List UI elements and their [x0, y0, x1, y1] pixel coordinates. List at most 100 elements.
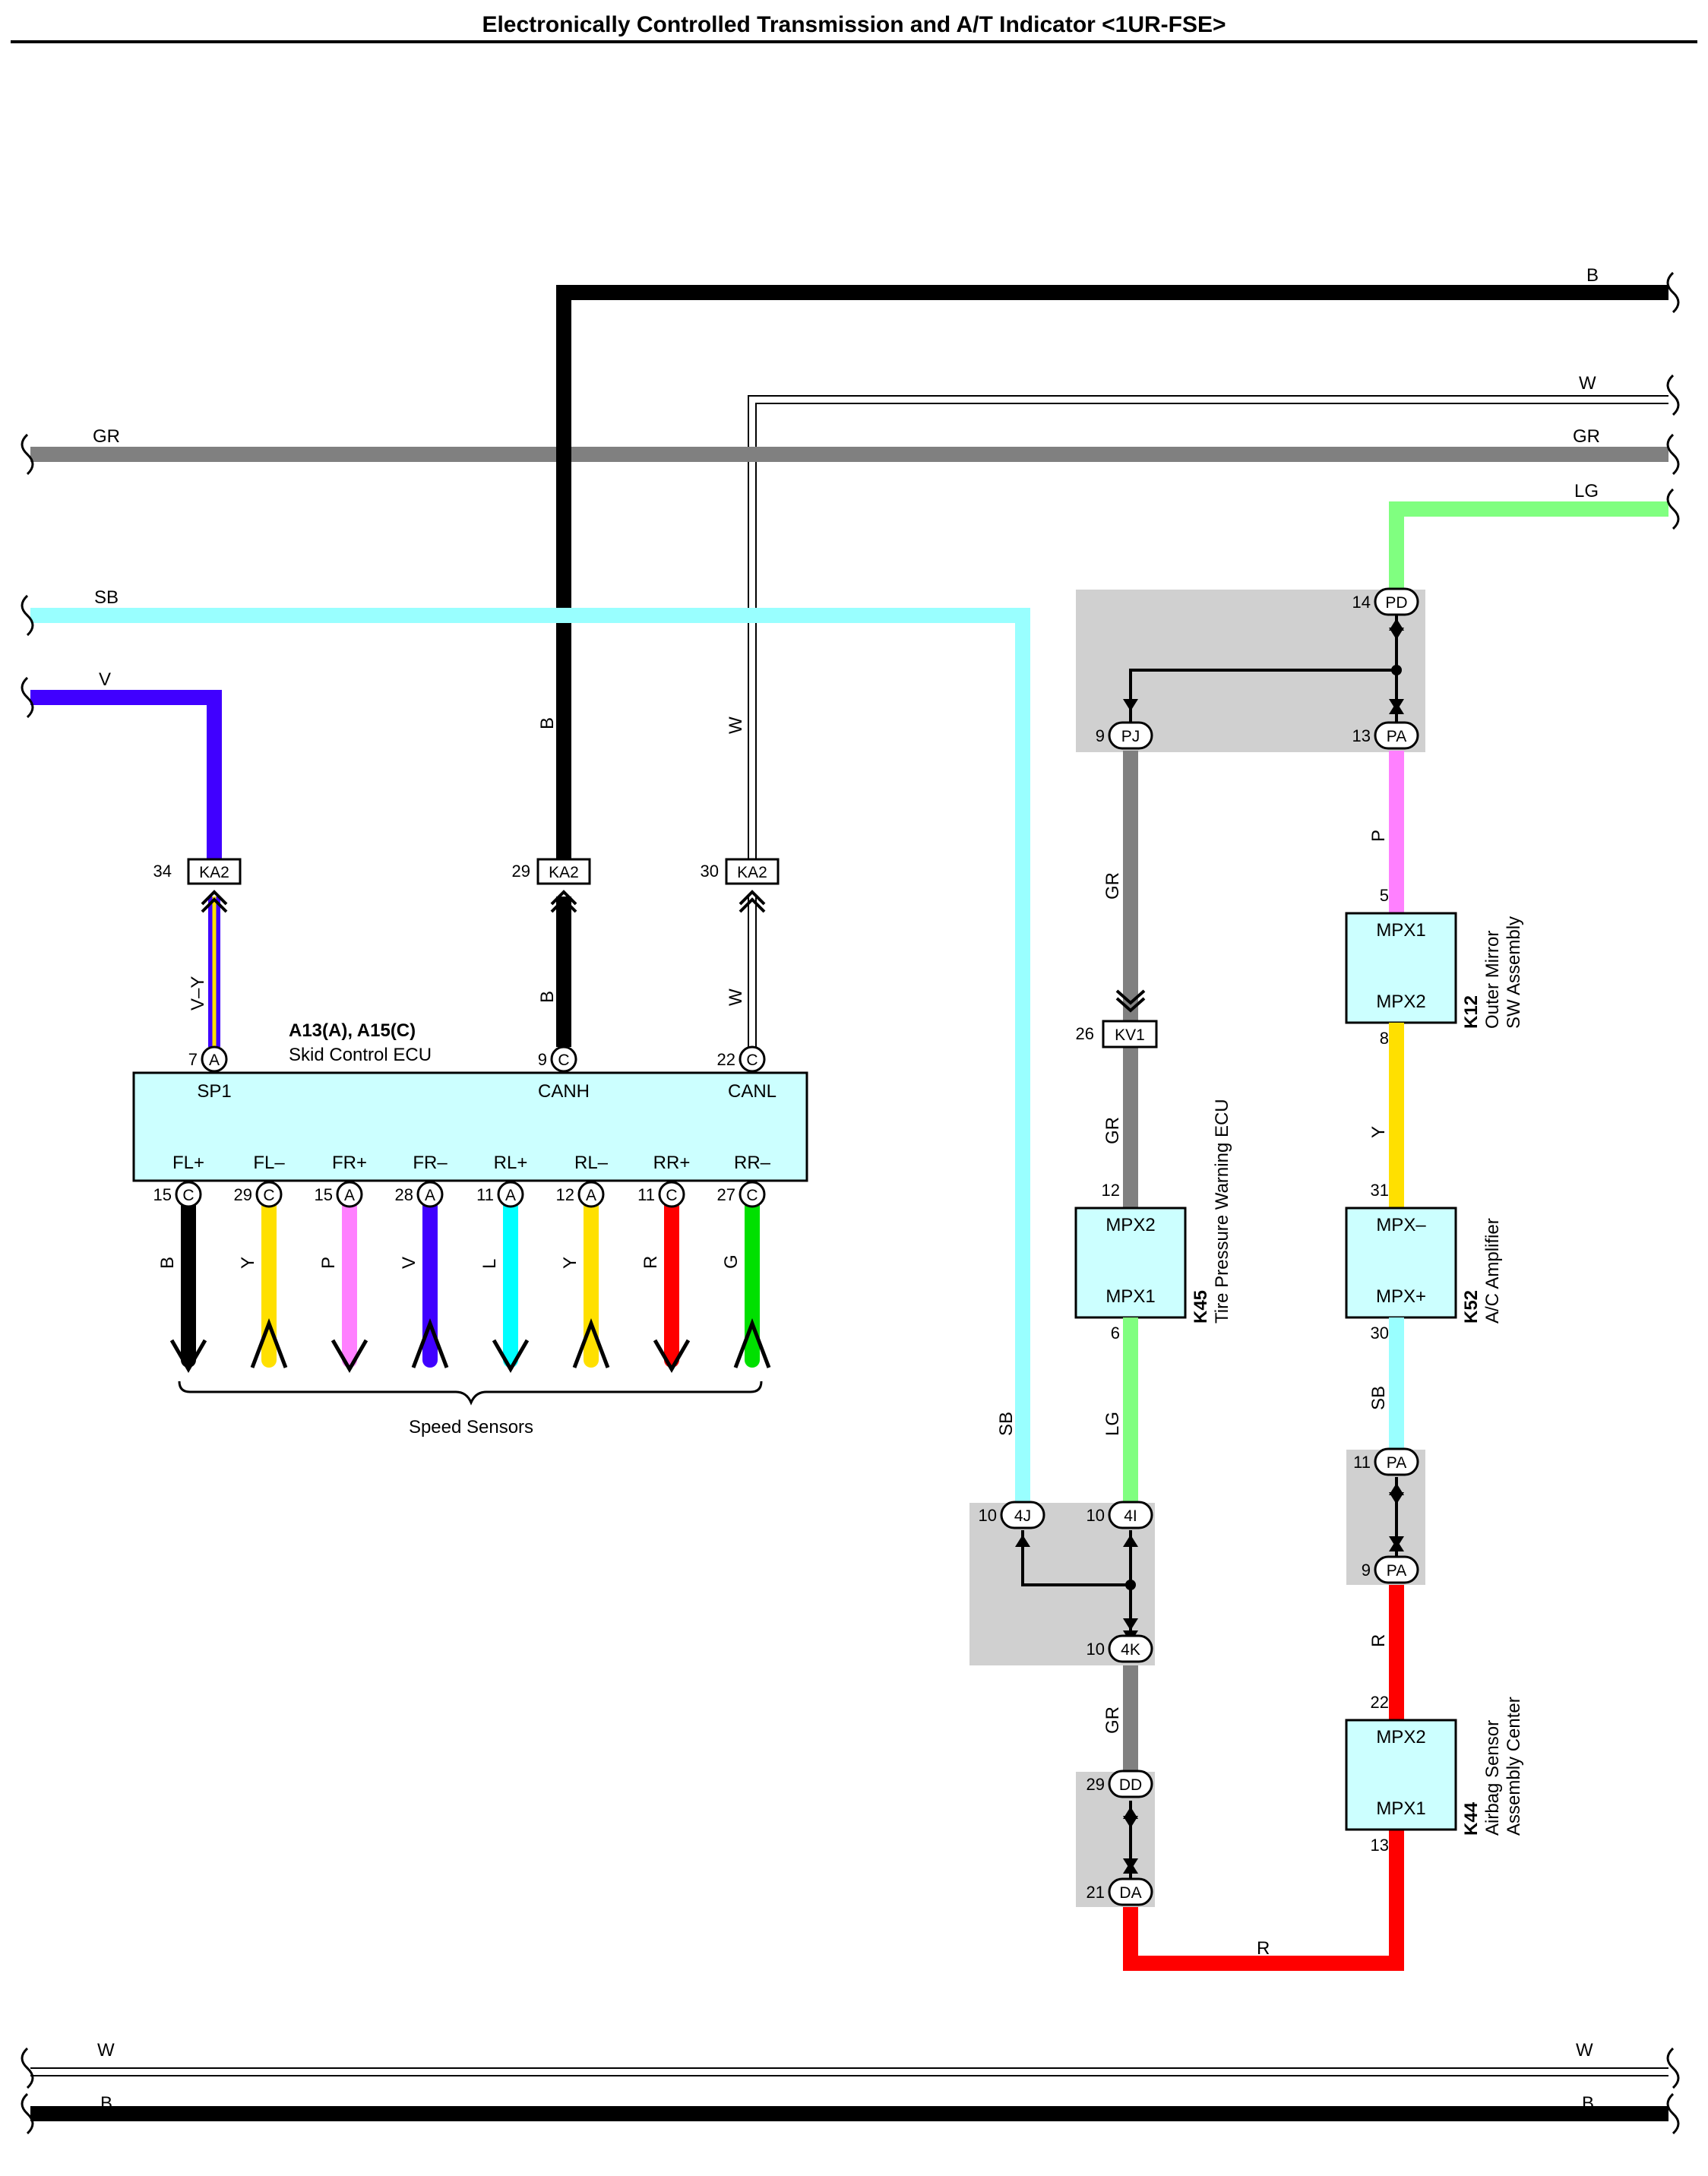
ecu-bottom-pin-3: A28 [395, 1181, 444, 1208]
speed-arrow-out-6 [653, 1339, 691, 1373]
skid-control-ecu-box [132, 1071, 808, 1182]
connector-pa-9: PA9 [1362, 1555, 1419, 1584]
jdd-arrows [1123, 1807, 1138, 1874]
ka2-label-30: KA2 [737, 864, 767, 881]
k12-bottom-label: MPX2 [1376, 992, 1425, 1012]
conn-pa-top-body [1374, 721, 1419, 750]
kv1-chevrons [1115, 989, 1146, 1013]
jpa-arrows [1389, 1483, 1404, 1551]
speed-arrow-in-7 [733, 1317, 771, 1368]
speed-arrow-in-3 [411, 1317, 449, 1368]
label-w-bottom-left: W [97, 2040, 115, 2061]
k52-name: A/C Amplifier [1482, 1218, 1503, 1324]
ecu-bottom-pin-5: A12 [556, 1181, 605, 1208]
ecu-bottom-pin-6-num: 11 [637, 1185, 655, 1204]
k12-pin-out: 8 [1380, 1029, 1389, 1048]
k12-pin-in: 5 [1380, 886, 1389, 905]
wire-lg-top [1389, 501, 1668, 602]
conn-4k-pin: 10 [1086, 1640, 1105, 1659]
kv1-pin: 26 [1076, 1024, 1094, 1043]
conn-dd-body [1108, 1770, 1153, 1798]
ka2-label-29: KA2 [549, 864, 579, 881]
speed-arrow-out-4 [492, 1339, 530, 1373]
conn-pa-11-body [1374, 1447, 1419, 1476]
label-b-canh: B [537, 991, 558, 1003]
ecu-top-pin-0-conn: A [209, 1052, 220, 1069]
ecu-bottom-pin-4: A11 [476, 1181, 524, 1208]
label-gr-lower: GR [1102, 1117, 1123, 1144]
conn-dd-label: DD [1119, 1776, 1142, 1794]
ecu-bottom-pin-1: C29 [234, 1181, 283, 1208]
ecu-top-pin-0-num: 7 [188, 1050, 198, 1069]
conn-4k-body [1108, 1634, 1153, 1663]
speed-arrow-out-0 [169, 1339, 207, 1373]
ka2-pin-34: 34 [153, 862, 172, 881]
jt-arrows [1123, 618, 1404, 714]
label-w-top: W [1579, 373, 1596, 394]
label-gr-left: GR [93, 426, 120, 447]
conn-pd-body [1374, 587, 1419, 616]
label-v: V [99, 669, 111, 690]
conn-pj-body [1108, 721, 1153, 750]
ecu-bottom-pin-4-conn: A [505, 1187, 516, 1204]
ka2-connector-30: 30 KA2 [701, 858, 780, 885]
diagram-title: Electronically Controlled Transmission a… [482, 12, 1226, 37]
speed-wire-label-2: P [318, 1257, 339, 1269]
speed-wire-label-7: G [721, 1254, 742, 1269]
ecu-bottom-pin-0: C15 [153, 1181, 202, 1208]
k12-name2: SW Assembly [1504, 916, 1524, 1029]
conn-4i-pin: 10 [1086, 1506, 1105, 1525]
kv1-label: KV1 [1115, 1026, 1145, 1044]
jt-node [1391, 665, 1402, 675]
ecu-bottom-signal-1: FL– [253, 1153, 285, 1173]
k45-bottom-label: MPX1 [1105, 1286, 1155, 1307]
jm-arrows [1015, 1535, 1138, 1643]
label-sb: SB [94, 587, 119, 608]
label-y: Y [1368, 1126, 1389, 1138]
k45-box [1074, 1207, 1187, 1319]
k12-box [1345, 912, 1457, 1024]
ecu-bottom-pin-7-conn: C [746, 1187, 758, 1204]
speed-wire-label-4: L [479, 1259, 500, 1269]
wire-sb [30, 608, 1030, 1515]
k52-top-label: MPX– [1376, 1215, 1426, 1235]
conn-pj-pin: 9 [1096, 726, 1105, 745]
speed-arrow-out-2 [331, 1339, 368, 1373]
conn-pd-label: PD [1385, 594, 1407, 612]
ecu-top-pin-2-conn: C [746, 1052, 758, 1069]
ecu-top-signal-2: CANL [728, 1081, 777, 1102]
label-sb-vert: SB [996, 1412, 1017, 1436]
ecu-bottom-signal-3: FR– [413, 1153, 448, 1173]
ecu-bottom-pin-0-num: 15 [153, 1185, 172, 1204]
ka2-connector-29: 29 KA2 [512, 858, 591, 885]
label-gr-right: GR [1573, 426, 1600, 447]
ecu-bottom-signal-0: FL+ [172, 1153, 204, 1173]
ka2-chevrons [201, 890, 766, 913]
kv1-connector [1102, 1020, 1158, 1048]
conn-pa-top-label: PA [1387, 728, 1406, 745]
speed-arrow-in-5 [572, 1317, 610, 1368]
k12-top-label: MPX1 [1376, 920, 1425, 941]
speed-wire-label-5: Y [560, 1257, 580, 1269]
ecu-top-pin-2-num: 22 [717, 1050, 735, 1069]
label-w-bottom-right: W [1576, 2040, 1593, 2061]
k45-pin-in: 12 [1102, 1181, 1120, 1200]
k44-name1: Airbag Sensor [1482, 1720, 1503, 1836]
k45-name: Tire Pressure Warning ECU [1212, 1099, 1232, 1324]
skid-ecu-code: A13(A), A15(C) [289, 1020, 416, 1041]
skid-ecu-bottom-pins: FL+C15BFL–C29YFR+A15PFR–A28VRL+A11LRL–A1… [153, 1153, 771, 1373]
ecu-top-pin-0: A7 [188, 1045, 228, 1073]
k52-code: K52 [1461, 1290, 1482, 1324]
k44-name2: Assembly Center [1504, 1697, 1524, 1836]
label-b-bottom-left: B [100, 2093, 112, 2114]
conn-pa-9-body [1374, 1555, 1419, 1584]
ecu-top-pin-1: C9 [538, 1045, 577, 1073]
k52-pin-in: 31 [1371, 1181, 1389, 1200]
